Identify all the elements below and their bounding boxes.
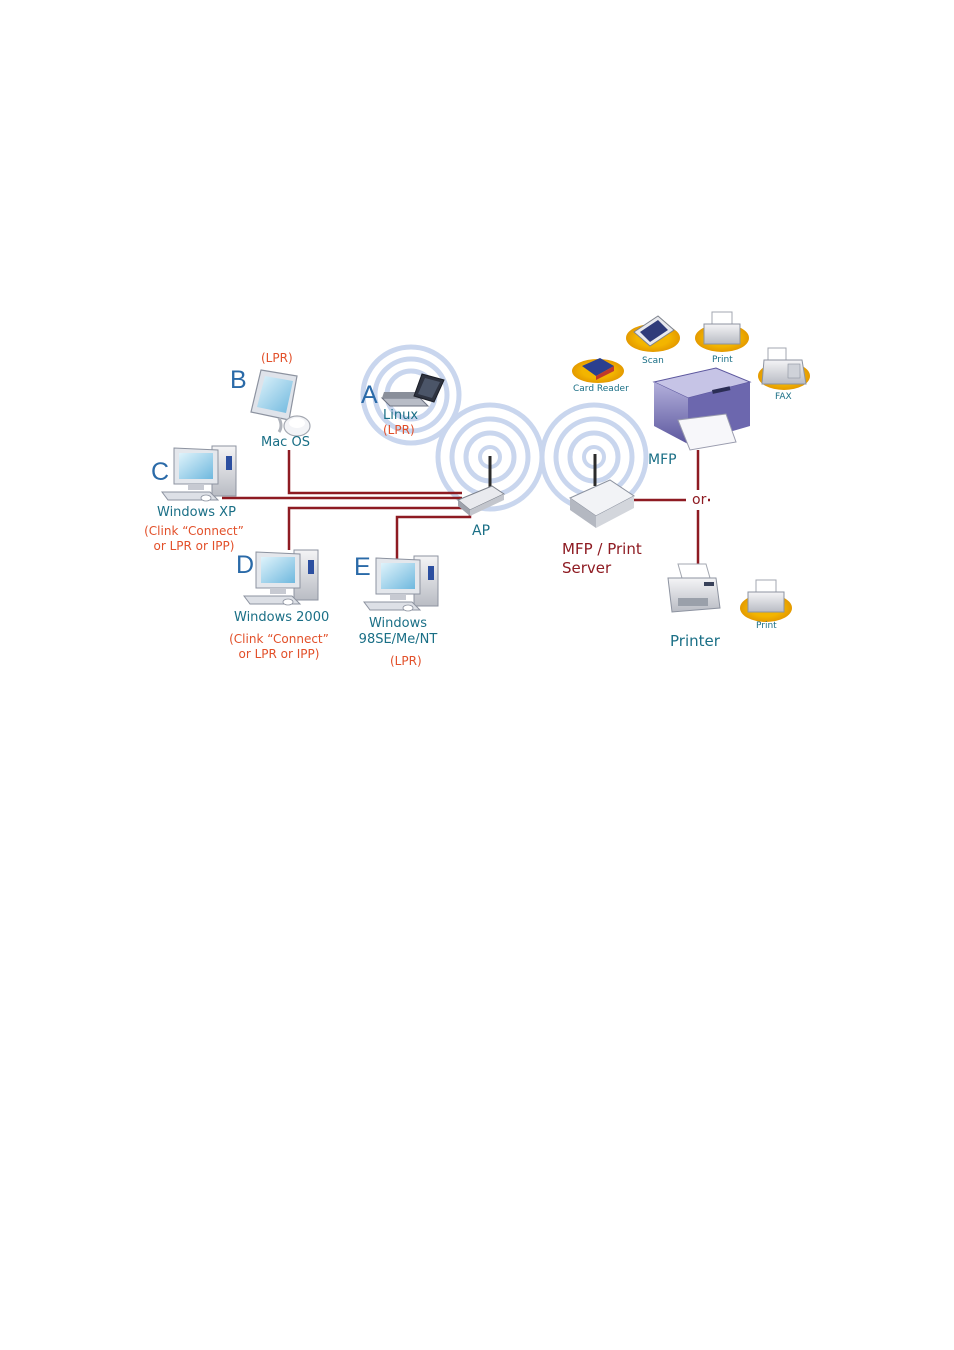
node-e-name-line2: 98SE/Me/NT bbox=[358, 632, 438, 647]
node-d-protocol-line1: (Clink “Connect” bbox=[229, 632, 329, 646]
node-e-protocol: (LPR) bbox=[390, 654, 422, 668]
node-c-letter: C bbox=[151, 458, 170, 486]
print-server-icon bbox=[568, 454, 635, 528]
node-d-name: Windows 2000 bbox=[234, 610, 330, 625]
imac-icon bbox=[250, 369, 311, 437]
laptop-icon bbox=[380, 373, 445, 407]
cable-mac-to-ap bbox=[287, 450, 462, 495]
node-b-letter: B bbox=[230, 366, 247, 394]
node-d-letter: D bbox=[236, 551, 255, 579]
desktop-pc-icon bbox=[243, 549, 319, 606]
node-c-name: Windows XP bbox=[157, 505, 236, 520]
desktop-pc-icon bbox=[161, 445, 237, 502]
print-label: Print bbox=[712, 355, 733, 365]
node-e-letter: E bbox=[354, 553, 371, 581]
node-a-protocol: (LPR) bbox=[383, 423, 415, 437]
node-a-letter: A bbox=[361, 381, 378, 409]
cable-2000-to-ap bbox=[287, 506, 462, 550]
node-e-name-line1: Windows bbox=[368, 616, 428, 631]
or-label: or bbox=[690, 492, 709, 509]
printer-print-label: Print bbox=[756, 621, 777, 631]
fax-label: FAX bbox=[775, 392, 792, 402]
server-label-line2: Server bbox=[562, 559, 612, 577]
node-c-protocol-line1: (Clink “Connect” bbox=[144, 524, 244, 538]
card-reader-icon bbox=[572, 358, 624, 383]
printer-label: Printer bbox=[670, 632, 720, 650]
ap-label: AP bbox=[472, 523, 491, 539]
desktop-pc-icon bbox=[363, 555, 439, 612]
scan-label: Scan bbox=[642, 356, 664, 366]
node-b-name: Mac OS bbox=[261, 435, 310, 450]
node-d-protocol-line2: or LPR or IPP) bbox=[238, 647, 320, 661]
node-b-protocol: (LPR) bbox=[261, 351, 293, 365]
access-point-icon bbox=[457, 456, 506, 516]
scan-icon bbox=[626, 315, 680, 352]
printer-icon bbox=[667, 563, 721, 613]
node-c-protocol-line2: or LPR or IPP) bbox=[153, 539, 235, 553]
multifunction-printer-icon bbox=[652, 367, 752, 451]
cable-98-to-ap bbox=[395, 505, 472, 560]
node-a-name: Linux bbox=[383, 408, 419, 423]
mfp-label: MFP bbox=[648, 452, 677, 468]
server-label-line1: MFP / Print bbox=[562, 540, 642, 558]
fax-icon bbox=[758, 347, 810, 390]
card-reader-label: Card Reader bbox=[573, 384, 629, 394]
printer-print-icon bbox=[740, 579, 792, 622]
print-icon bbox=[695, 311, 749, 352]
